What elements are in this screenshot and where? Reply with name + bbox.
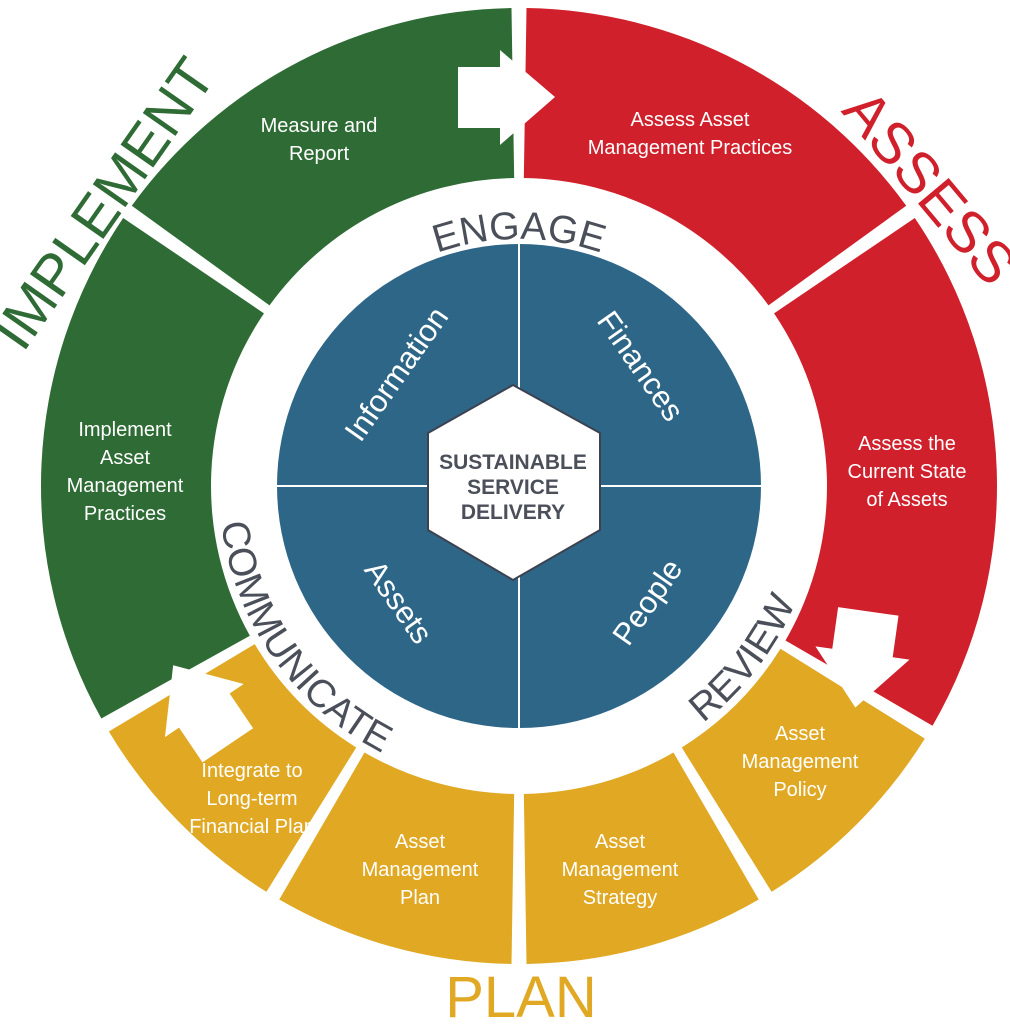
segment-label-line: Report [289, 143, 349, 165]
segment-shape [523, 752, 759, 964]
segment-label-line: Asset [395, 831, 445, 853]
segment-label-line: Financial Plan [189, 816, 315, 838]
segment-label-line: Management [362, 859, 479, 881]
segment-label-line: Management [67, 475, 184, 497]
segment-shape [131, 8, 515, 306]
segment-label-line: Plan [400, 887, 440, 909]
center-line-3: DELIVERY [461, 501, 565, 524]
segment-label-line: Assess Asset [631, 109, 750, 131]
segment-label-line: Policy [773, 779, 826, 801]
segment-label-line: Management [742, 751, 859, 773]
segment-label-line: Strategy [583, 887, 657, 909]
segment-label-line: Current State [848, 461, 967, 483]
segment-shape [774, 218, 997, 726]
segment-label-line: Integrate to [201, 760, 302, 782]
segment-label-line: Assess the [858, 433, 956, 455]
segment-label-line: Measure and [261, 115, 378, 137]
segment-label-line: Asset [595, 831, 645, 853]
segment-shape [681, 648, 925, 892]
center-line-1: SUSTAINABLE [439, 451, 587, 474]
phase-label-plan: PLAN [445, 965, 597, 1030]
segment-label-line: Practices [84, 503, 166, 525]
segment-shape [279, 752, 515, 964]
flow-arrow-icon [458, 50, 555, 145]
flow-arrow-icon [164, 665, 254, 763]
segment-label-line: Management Practices [588, 137, 793, 159]
center-hexagon [427, 383, 601, 582]
flow-arrow-icon [815, 607, 910, 708]
segment-label-line: Asset [775, 723, 825, 745]
segment-shape [40, 218, 264, 719]
flow-arrows [164, 50, 910, 763]
segment-label-line: of Assets [866, 489, 947, 511]
segment-label-line: Long-term [206, 788, 297, 810]
segment-shape [523, 8, 907, 306]
segment-label-line: Implement [78, 419, 172, 441]
segment-label-line: Asset [100, 447, 150, 469]
segment-label-line: Management [562, 859, 679, 881]
center-line-2: SERVICE [467, 476, 559, 499]
